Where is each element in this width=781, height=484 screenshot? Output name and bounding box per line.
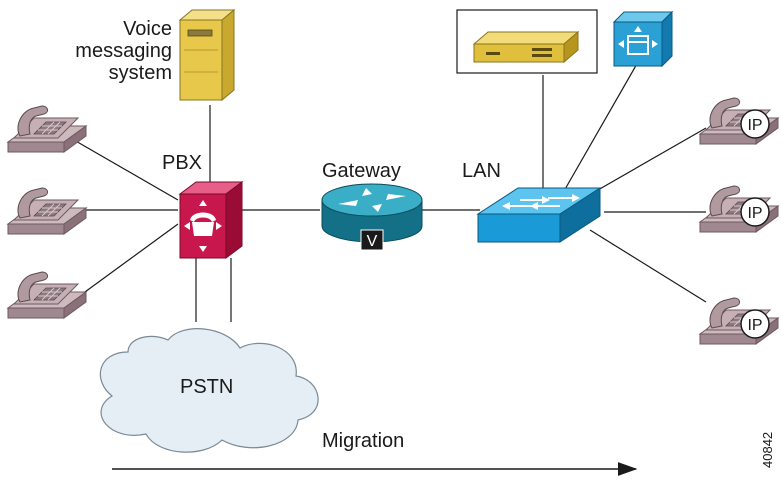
lan-switch-icon <box>476 187 602 243</box>
ip-badge: IP <box>747 317 762 334</box>
ip-phone-icon: IP <box>699 297 779 345</box>
gateway-label: Gateway <box>322 160 401 182</box>
ip-badge: IP <box>747 205 762 222</box>
pstn-label: PSTN <box>180 376 234 398</box>
pstn-cloud-icon <box>99 328 319 453</box>
voice-messaging-label: Voice messaging system <box>60 18 172 84</box>
ip-badge: IP <box>747 117 762 134</box>
gateway-badge: V <box>367 233 378 250</box>
analog-phone-icon <box>7 187 87 235</box>
ip-phone-icon: IP <box>699 185 779 233</box>
figure-id: 40842 <box>760 431 775 468</box>
lan-label: LAN <box>462 160 501 182</box>
pbx-label: PBX <box>162 152 203 174</box>
pbx-icon <box>178 181 244 259</box>
analog-phone-icon <box>7 105 87 153</box>
voice-label-line1: Voice <box>123 18 172 40</box>
gateway-icon: V <box>321 183 423 251</box>
server-appliance-icon <box>456 9 598 74</box>
voicemail-server-icon <box>178 8 236 102</box>
ip-phone-icon: IP <box>699 97 779 145</box>
migration-label: Migration <box>322 430 405 452</box>
connection-lines <box>73 61 707 322</box>
call-manager-icon <box>612 10 674 68</box>
voice-label-line2: messaging <box>75 40 172 62</box>
analog-phone-icon <box>7 271 87 319</box>
voice-label-line3: system <box>108 62 172 84</box>
